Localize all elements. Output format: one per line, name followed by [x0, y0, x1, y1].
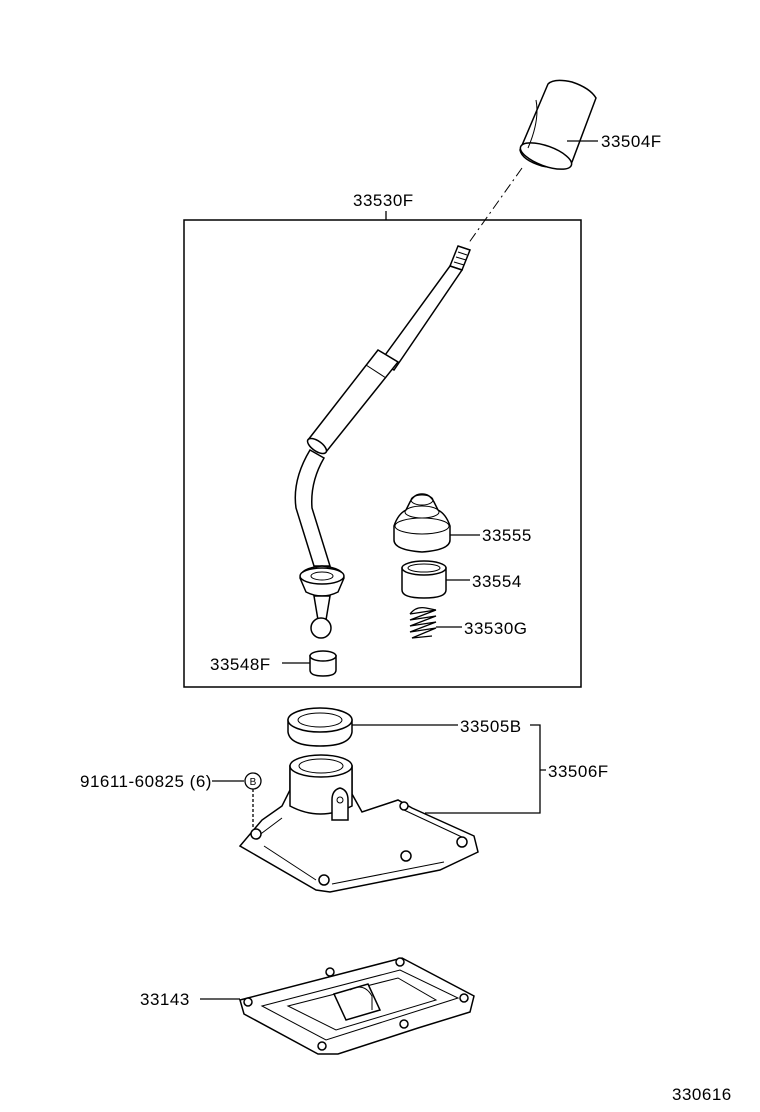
- knob-part-number: 33504F: [601, 132, 662, 151]
- boot-part-number: 33555: [482, 526, 532, 545]
- bushing: [401, 560, 447, 599]
- lower-cover: [239, 957, 475, 1055]
- lower-cover-part-number: 33143: [140, 990, 190, 1009]
- lever-assembly-part-number: 33530F: [353, 191, 414, 210]
- boot: [393, 493, 451, 553]
- retainer-bracket: [425, 724, 546, 814]
- shift-knob: [519, 79, 597, 170]
- seat-part-number: 33548F: [210, 655, 271, 674]
- bolt-part-number: 91611-60825 (6): [80, 772, 212, 791]
- spring: [409, 606, 437, 639]
- bolt-marker-letter: B: [250, 777, 257, 788]
- knob-assembly-line: [467, 167, 523, 245]
- seat: [309, 650, 337, 677]
- bushing-part-number: 33554: [472, 572, 522, 591]
- lever-assembly-box: [183, 219, 582, 688]
- shift-lever: [294, 245, 471, 639]
- lever-retainer-housing: [238, 754, 479, 893]
- cover-seal-part-number: 33505B: [460, 717, 522, 736]
- figure-code: 330616: [672, 1085, 732, 1104]
- retainer-assembly-part-number: 33506F: [548, 762, 609, 781]
- spring-part-number: 33530G: [464, 619, 528, 638]
- cover-seal: [287, 707, 353, 747]
